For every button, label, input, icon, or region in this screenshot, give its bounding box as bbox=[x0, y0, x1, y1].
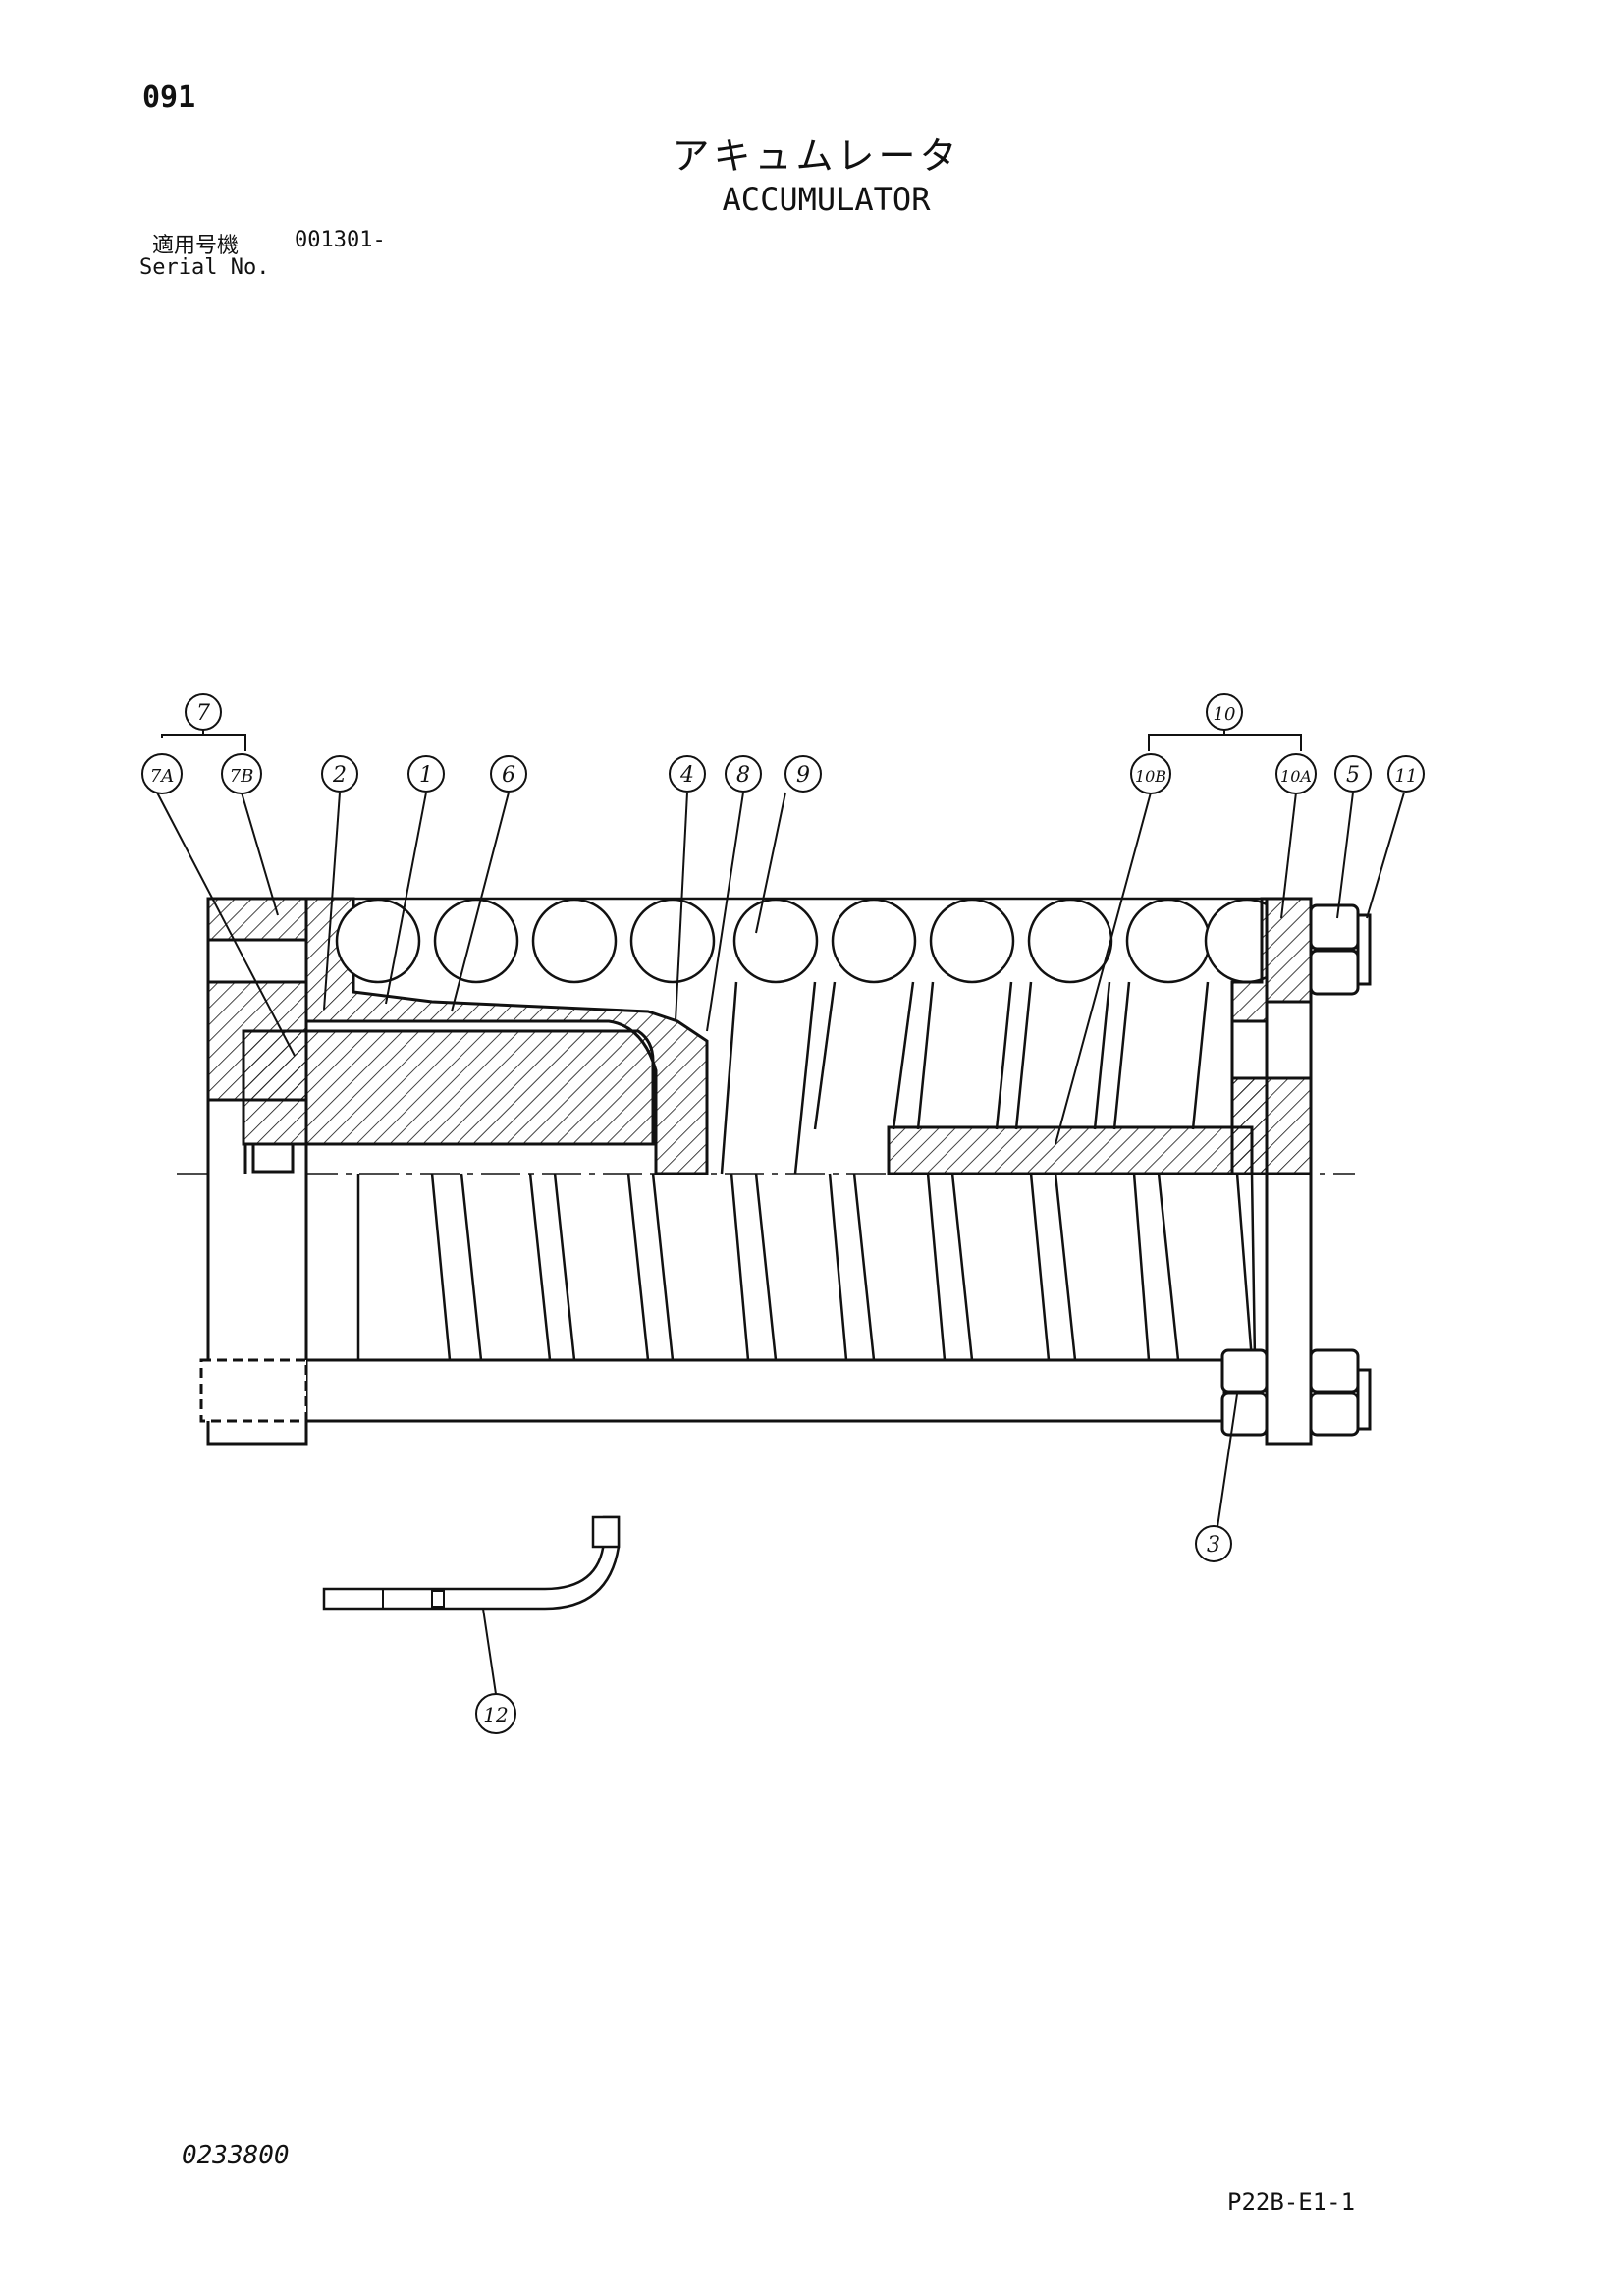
callout-10a: 10A bbox=[1280, 767, 1312, 786]
callout-5: 5 bbox=[1346, 763, 1360, 788]
spring-top-row bbox=[335, 898, 1290, 984]
wrench bbox=[322, 1515, 621, 1611]
spring-lower-wires bbox=[356, 1173, 1257, 1361]
callout-circles bbox=[141, 693, 1425, 1734]
nut-bottom-left-2 bbox=[1220, 1392, 1269, 1437]
callout-1: 1 bbox=[419, 763, 433, 788]
callout-9: 9 bbox=[796, 763, 810, 788]
spring-upper-wires bbox=[720, 981, 1210, 1175]
title-english: ACCUMULATOR bbox=[722, 181, 931, 218]
nut-top-2 bbox=[1309, 949, 1360, 996]
end-cap-left-top-hatch bbox=[206, 897, 308, 942]
piston-body bbox=[242, 1029, 655, 1146]
callout-7: 7 bbox=[196, 701, 210, 726]
washer-bottom bbox=[1356, 1368, 1372, 1431]
callout-3: 3 bbox=[1207, 1533, 1220, 1558]
serial-value: 001301- bbox=[295, 228, 386, 252]
washer-top bbox=[1356, 913, 1372, 986]
callout-6: 6 bbox=[502, 763, 515, 788]
callout-7a: 7A bbox=[150, 766, 174, 787]
serial-label-english: Serial No. bbox=[139, 255, 270, 280]
tie-rod-end bbox=[199, 1358, 308, 1423]
leader-lines bbox=[156, 717, 1405, 1695]
document-number: 0233800 bbox=[182, 2141, 290, 2170]
page-code: P22B-E1-1 bbox=[1227, 2188, 1356, 2215]
nut-bottom-right-1 bbox=[1309, 1348, 1360, 1394]
callout-4: 4 bbox=[679, 763, 694, 788]
title-japanese: アキュムレータ bbox=[672, 135, 961, 178]
serial-label-japanese: 適用号機 bbox=[152, 234, 240, 258]
callout-2: 2 bbox=[332, 763, 347, 788]
callout-8: 8 bbox=[736, 763, 750, 788]
tie-rod bbox=[304, 1358, 1226, 1423]
spring-guide bbox=[887, 1125, 1254, 1175]
callout-11: 11 bbox=[1395, 766, 1418, 787]
callout-10: 10 bbox=[1214, 704, 1236, 725]
nut-bottom-left-1 bbox=[1220, 1348, 1269, 1394]
callout-7b: 7B bbox=[230, 766, 254, 787]
callout-10b: 10B bbox=[1135, 767, 1166, 786]
bushing bbox=[251, 1142, 295, 1174]
page-number: 091 bbox=[142, 81, 196, 115]
callout-12: 12 bbox=[483, 1703, 508, 1726]
nut-top-1 bbox=[1309, 903, 1360, 951]
nut-bottom-right-2 bbox=[1309, 1392, 1360, 1437]
